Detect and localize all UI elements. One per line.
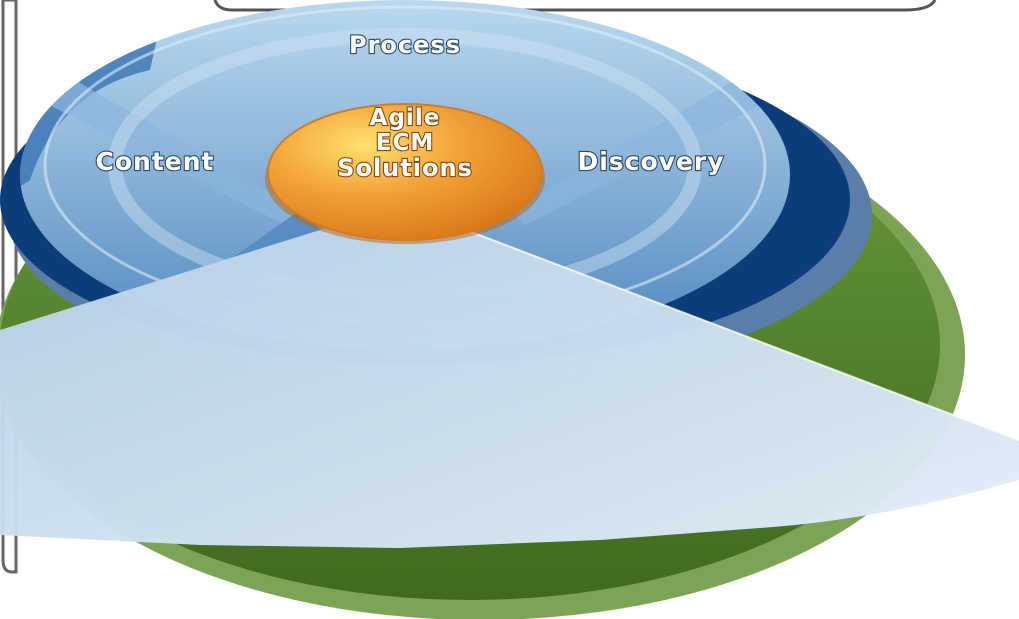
label-discovery: Discovery <box>577 147 724 176</box>
wedge-edge <box>399 204 1019 441</box>
hub-circle <box>267 103 543 241</box>
hub-line-1: Agile <box>370 105 441 131</box>
top-frame-edge <box>213 0 937 12</box>
label-content: Content <box>96 147 215 176</box>
label-process: Process <box>349 31 461 59</box>
cutaway-wedge <box>0 205 1019 548</box>
hub-line-2: ECM <box>376 130 434 156</box>
hub-line-3: Solutions <box>337 154 473 182</box>
